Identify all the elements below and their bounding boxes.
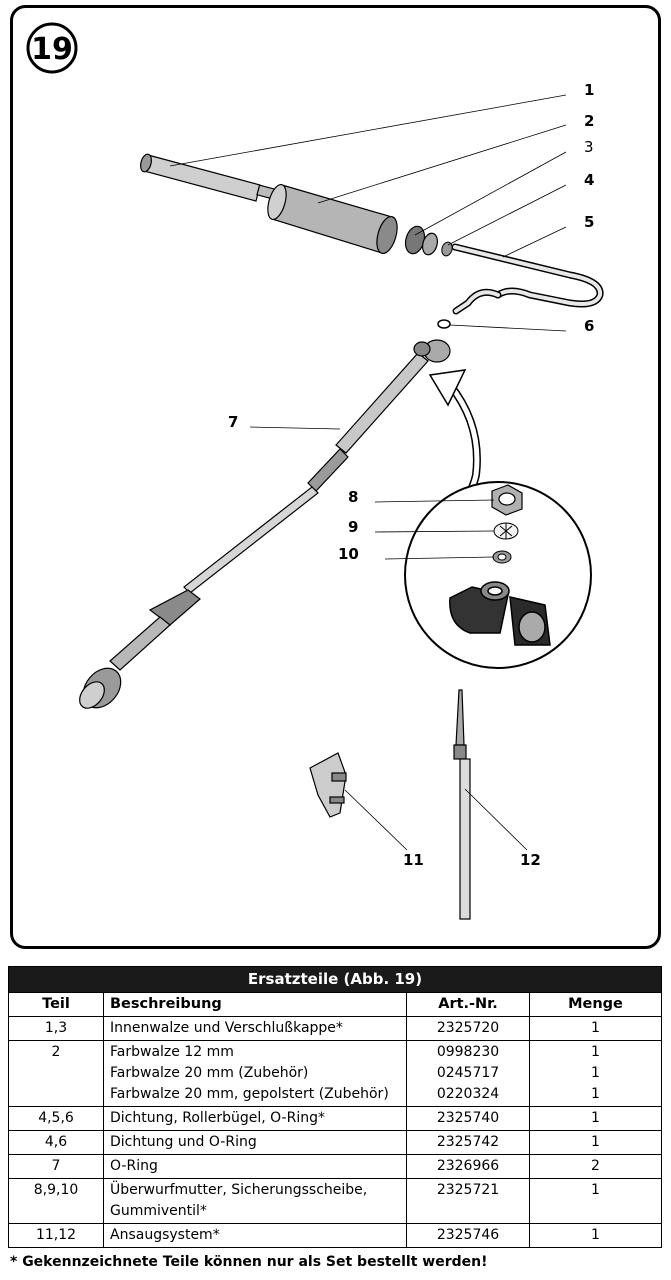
cell-teil: 11,12 xyxy=(8,1223,104,1248)
cell-menge: 1 xyxy=(529,1016,662,1041)
desc-line: Überwurfmutter, Sicherungsscheibe, xyxy=(110,1182,368,1198)
qty-line: 1 xyxy=(591,1065,600,1081)
diagram-svg: 19 xyxy=(10,5,661,949)
table-row: 11,12 Ansaugsystem* 2325746 1 xyxy=(8,1223,662,1248)
cell-teil: 7 xyxy=(8,1154,104,1179)
qty-line: 1 xyxy=(591,1086,600,1102)
art-line: 0245717 xyxy=(436,1065,500,1081)
exploded-diagram: 19 xyxy=(10,5,661,949)
cell-beschreibung: Ansaugsystem* xyxy=(103,1223,407,1248)
desc-line: Farbwalze 12 mm xyxy=(110,1044,234,1060)
cell-teil: 4,5,6 xyxy=(8,1106,104,1131)
callout-8: 8 xyxy=(348,488,359,506)
cell-art-nr: 0998230 0245717 0220324 xyxy=(406,1040,530,1107)
part-seal xyxy=(441,241,453,257)
part-paint-roller xyxy=(267,183,398,255)
part-o-ring xyxy=(437,319,451,329)
table-row: 4,6 Dichtung und O-Ring 2325742 1 xyxy=(8,1130,662,1155)
cell-beschreibung: Innenwalze und Verschlußkappe* xyxy=(103,1016,407,1041)
cell-menge: 1 xyxy=(529,1130,662,1155)
part-extension-pole xyxy=(79,339,451,709)
cell-menge: 1 xyxy=(529,1178,662,1224)
header-beschreibung: Beschreibung xyxy=(103,992,407,1017)
cell-teil: 1,3 xyxy=(8,1016,104,1041)
table-row: 4,5,6 Dichtung, Rollerbügel, O-Ring* 232… xyxy=(8,1106,662,1131)
callout-11: 11 xyxy=(403,851,424,869)
frame-border xyxy=(10,5,661,949)
cell-menge: 1 xyxy=(529,1223,662,1248)
cell-teil: 4,6 xyxy=(8,1130,104,1155)
callout-7: 7 xyxy=(228,413,239,431)
table-row: 1,3 Innenwalze und Verschlußkappe* 23257… xyxy=(8,1016,662,1041)
callout-3: 3 xyxy=(584,138,594,156)
cell-teil: 8,9,10 xyxy=(8,1178,104,1224)
callout-4: 4 xyxy=(584,171,595,189)
table-header-row: Teil Beschreibung Art.-Nr. Menge xyxy=(8,992,662,1017)
table-caption: Ersatzteile (Abb. 19) xyxy=(8,966,662,993)
part-rubber-valve xyxy=(492,550,512,564)
cell-art-nr: 2325746 xyxy=(406,1223,530,1248)
cell-art-nr: 2325721 xyxy=(406,1178,530,1224)
cell-menge: 1 xyxy=(529,1106,662,1131)
leader-lines xyxy=(169,94,567,851)
header-art-nr: Art.-Nr. xyxy=(406,992,530,1017)
part-valve-housing xyxy=(449,581,551,646)
header-menge: Menge xyxy=(529,992,662,1017)
callout-12: 12 xyxy=(520,851,541,869)
callout-1: 1 xyxy=(584,81,595,99)
cell-beschreibung: Dichtung und O-Ring xyxy=(103,1130,407,1155)
qty-line: 1 xyxy=(591,1044,600,1060)
cell-menge: 1 1 1 xyxy=(529,1040,662,1107)
callout-5: 5 xyxy=(584,213,595,231)
cell-menge: 2 xyxy=(529,1154,662,1179)
table-row: 2 Farbwalze 12 mm Farbwalze 20 mm (Zubeh… xyxy=(8,1040,662,1107)
part-suction-grip xyxy=(309,752,347,818)
cell-art-nr: 2326966 xyxy=(406,1154,530,1179)
callout-2: 2 xyxy=(584,112,595,130)
cell-art-nr: 2325740 xyxy=(406,1106,530,1131)
cell-art-nr: 2325720 xyxy=(406,1016,530,1041)
callout-6: 6 xyxy=(584,317,595,335)
cell-beschreibung: O-Ring xyxy=(103,1154,407,1179)
spare-parts-table: Ersatzteile (Abb. 19) Teil Beschreibung … xyxy=(8,966,662,1248)
part-inner-roller xyxy=(140,153,276,202)
header-teil: Teil xyxy=(8,992,104,1017)
cell-art-nr: 2325742 xyxy=(406,1130,530,1155)
art-line: 0998230 xyxy=(436,1044,500,1060)
part-union-nut xyxy=(491,484,523,516)
cell-beschreibung: Farbwalze 12 mm Farbwalze 20 mm (Zubehör… xyxy=(103,1040,407,1107)
callout-10: 10 xyxy=(338,545,359,563)
cell-beschreibung: Dichtung, Rollerbügel, O-Ring* xyxy=(103,1106,407,1131)
table-row: 7 O-Ring 2326966 2 xyxy=(8,1154,662,1179)
part-lock-washer xyxy=(493,522,519,540)
art-line: 0220324 xyxy=(436,1086,500,1102)
table-row: 8,9,10 Überwurfmutter, Sicherungsscheibe… xyxy=(8,1178,662,1224)
figure-badge xyxy=(26,22,78,74)
part-roller-frame xyxy=(451,243,604,315)
figure-number: 19 xyxy=(31,32,73,67)
desc-line: Farbwalze 20 mm, gepolstert (Zubehör) xyxy=(110,1086,389,1102)
cell-teil: 2 xyxy=(8,1040,104,1107)
desc-line: Gummiventil* xyxy=(110,1203,207,1219)
callout-9: 9 xyxy=(348,518,359,536)
desc-line: Farbwalze 20 mm (Zubehör) xyxy=(110,1065,309,1081)
part-end-cap xyxy=(404,225,438,256)
set-order-footnote: * Gekennzeichnete Teile können nur als S… xyxy=(10,1254,488,1270)
part-suction-tube xyxy=(453,689,471,920)
cell-beschreibung: Überwurfmutter, Sicherungsscheibe, Gummi… xyxy=(103,1178,407,1224)
